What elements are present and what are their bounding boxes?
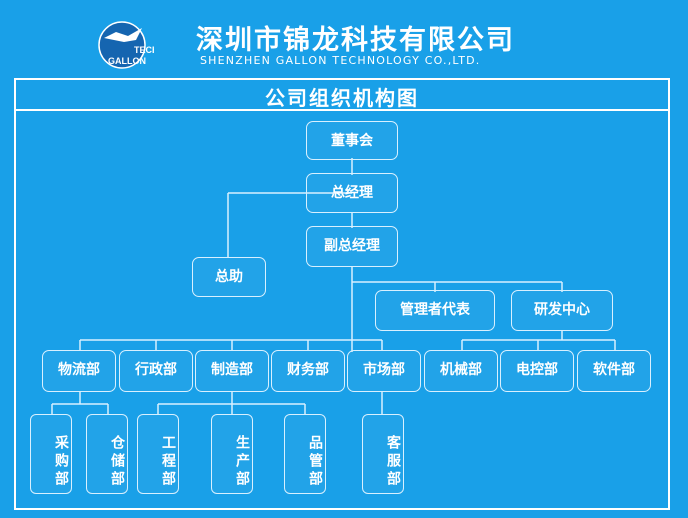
node-logistics: 物流部 [42, 350, 116, 392]
company-name-en: SHENZHEN GALLON TECHNOLOGY CO.,LTD. [200, 54, 481, 67]
chart-title: 公司组织机构图 [265, 86, 419, 110]
node-software-label: 软件部 [593, 362, 635, 378]
chart-frame [14, 78, 670, 510]
node-engineering: 工程部 [137, 414, 179, 494]
node-management-representative: 管理者代表 [375, 290, 495, 331]
node-general-manager: 总经理 [306, 173, 398, 213]
node-mechanical: 机械部 [424, 350, 498, 392]
node-marketing: 市场部 [347, 350, 421, 392]
node-production-label: 生产部 [234, 435, 250, 489]
node-engineering-label: 工程部 [160, 435, 176, 489]
node-customer-service-label: 客服部 [385, 435, 401, 489]
company-name-cn: 深圳市锦龙科技有限公司 [196, 25, 515, 56]
header: TECH GALLON 深圳市锦龙科技有限公司 SHENZHEN GALLON … [0, 0, 688, 76]
node-production: 生产部 [211, 414, 253, 494]
node-manufacturing-label: 制造部 [211, 362, 253, 378]
node-board: 董事会 [306, 121, 398, 160]
node-warehouse: 仓储部 [86, 414, 128, 494]
node-board-label: 董事会 [331, 133, 373, 149]
node-management-representative-label: 管理者代表 [400, 302, 470, 318]
node-general-assistant: 总助 [192, 257, 266, 297]
node-software: 软件部 [577, 350, 651, 392]
node-warehouse-label: 仓储部 [109, 435, 125, 489]
node-general-assistant-label: 总助 [215, 269, 243, 285]
node-quality-control: 品管部 [284, 414, 326, 494]
node-administration: 行政部 [119, 350, 193, 392]
company-logo: TECH GALLON [98, 21, 154, 69]
node-general-manager-label: 总经理 [331, 185, 373, 201]
node-rd-center: 研发中心 [511, 290, 613, 331]
node-purchasing-label: 采购部 [53, 435, 69, 489]
node-customer-service: 客服部 [362, 414, 404, 494]
node-manufacturing: 制造部 [195, 350, 269, 392]
node-electrical-control: 电控部 [500, 350, 574, 392]
node-finance: 财务部 [271, 350, 345, 392]
node-marketing-label: 市场部 [363, 362, 405, 378]
node-administration-label: 行政部 [135, 362, 177, 378]
node-finance-label: 财务部 [287, 362, 329, 378]
node-rd-center-label: 研发中心 [534, 302, 590, 318]
chart-title-band: 公司组织机构图 [14, 78, 670, 111]
node-purchasing: 采购部 [30, 414, 72, 494]
node-mechanical-label: 机械部 [440, 362, 482, 378]
node-deputy-general-manager-label: 副总经理 [324, 238, 380, 254]
node-electrical-control-label: 电控部 [516, 362, 558, 378]
node-logistics-label: 物流部 [58, 362, 100, 378]
node-deputy-general-manager: 副总经理 [306, 226, 398, 267]
svg-text:GALLON: GALLON [108, 56, 146, 66]
svg-text:TECH: TECH [134, 45, 154, 55]
node-quality-control-label: 品管部 [307, 435, 323, 489]
